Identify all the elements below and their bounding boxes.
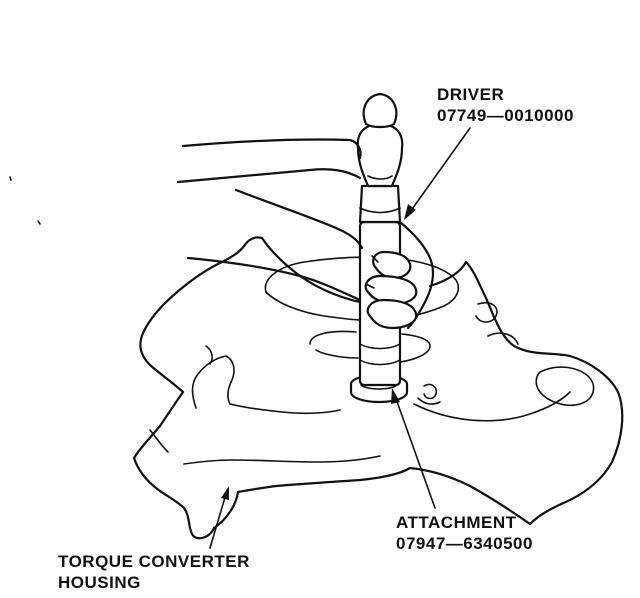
driver-tool <box>356 92 404 387</box>
housing-label-line2: HOUSING <box>58 573 141 592</box>
housing-label: TORQUE CONVERTER HOUSING <box>58 551 250 593</box>
scan-marks <box>9 176 41 225</box>
attachment-label: ATTACHMENT 07947—6340500 <box>396 512 533 554</box>
driver-part-number: 07749—0010000 <box>437 106 574 125</box>
attachment-part-number: 07947—6340500 <box>396 534 533 553</box>
housing-label-line1: TORQUE CONVERTER <box>58 552 250 571</box>
hand <box>176 138 435 330</box>
driver-name: DRIVER <box>437 85 505 104</box>
torque-converter-housing <box>132 236 624 540</box>
driver-label: DRIVER 07749—0010000 <box>437 84 574 126</box>
leader-lines <box>209 127 471 549</box>
attachment-name: ATTACHMENT <box>396 513 517 532</box>
